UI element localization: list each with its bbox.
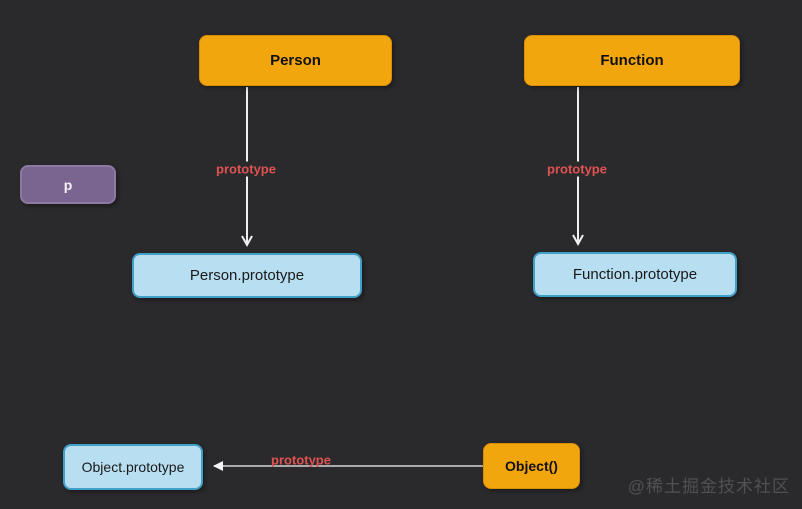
edge-label-person-prototype: prototype <box>213 161 279 177</box>
node-function-prototype: Function.prototype <box>533 252 737 297</box>
node-person-prototype: Person.prototype <box>132 253 362 298</box>
watermark-text: @稀土掘金技术社区 <box>627 477 790 496</box>
node-object-prototype-label: Object.prototype <box>81 459 185 475</box>
node-p-label: p <box>63 176 73 193</box>
node-person-prototype-label: Person.prototype <box>189 267 305 284</box>
node-function: Function <box>524 35 740 86</box>
node-object-constructor: Object() <box>483 443 580 489</box>
edge-label-object-prototype: prototype <box>271 452 331 468</box>
node-object-label: Object() <box>505 458 558 474</box>
node-person: Person <box>199 35 392 86</box>
node-function-label: Function <box>600 52 664 69</box>
node-function-prototype-label: Function.prototype <box>572 266 698 283</box>
edge-label-function-prototype: prototype <box>544 161 610 177</box>
node-p-instance: p <box>20 165 116 204</box>
node-object-prototype: Object.prototype <box>63 444 203 490</box>
node-person-label: Person <box>270 52 321 69</box>
